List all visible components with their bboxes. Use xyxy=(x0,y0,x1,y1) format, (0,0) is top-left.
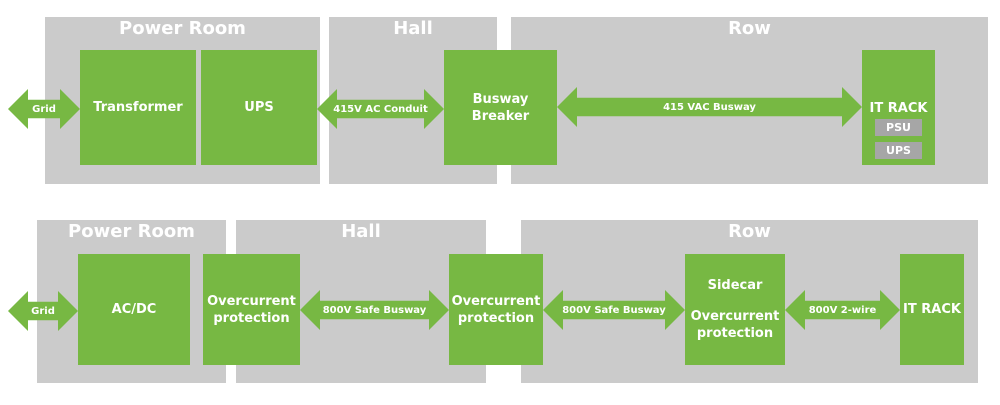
grid-arrow-top: Grid xyxy=(8,89,80,129)
box-sublabel: Overcurrent protection xyxy=(690,309,780,341)
double-arrow-shape xyxy=(557,87,862,127)
double-arrow-shape xyxy=(8,291,78,331)
arrow-label: 800V Safe Busway xyxy=(322,304,427,316)
grid-arrow-bottom: Grid xyxy=(8,291,78,331)
box-label: IT RACK xyxy=(869,101,928,116)
box-label: Overcurrent protection xyxy=(207,293,296,326)
rack-ups-box: UPS xyxy=(875,142,922,159)
box-label: IT RACK xyxy=(903,302,961,317)
ups-box: UPS xyxy=(201,50,317,165)
zone-title: Power Room xyxy=(119,18,246,39)
zone-title: Row xyxy=(728,221,771,242)
safe-busway-arrow-1: 800V Safe Busway xyxy=(300,290,449,330)
transformer-box: Transformer xyxy=(80,50,196,165)
busway-arrow: 415 VAC Busway xyxy=(557,87,862,127)
zone-title: Hall xyxy=(393,18,433,39)
double-arrow-shape xyxy=(543,290,685,330)
box-label: UPS xyxy=(244,100,274,115)
arrow-label: 800V 2-wire xyxy=(808,304,877,316)
two-wire-arrow: 800V 2-wire xyxy=(785,290,900,330)
box-label: Transformer xyxy=(93,100,183,115)
overcurrent-protection-box-2: Overcurrent protection xyxy=(449,254,543,365)
double-arrow-shape xyxy=(317,89,444,129)
zone-title: Hall xyxy=(341,221,381,242)
busway-breaker-box: Busway Breaker xyxy=(444,50,557,165)
overcurrent-protection-box-1: Overcurrent protection xyxy=(203,254,300,365)
double-arrow-shape xyxy=(785,290,900,330)
sidecar-box: Sidecar Overcurrent protection xyxy=(685,254,785,365)
box-label: Overcurrent protection xyxy=(451,293,541,326)
double-arrow-shape xyxy=(8,89,80,129)
zone-title: Row xyxy=(728,18,771,39)
arrow-label: 800V Safe Busway xyxy=(562,304,666,316)
zone-title: Power Room xyxy=(68,221,195,242)
box-label: Sidecar xyxy=(707,278,763,293)
double-arrow-shape xyxy=(300,290,449,330)
conduit-arrow: 415V AC Conduit xyxy=(317,89,444,129)
arrow-label: 415 VAC Busway xyxy=(663,101,756,113)
psu-box: PSU xyxy=(875,119,922,136)
arrow-label: Grid xyxy=(31,305,55,317)
it-rack-box-bottom: IT RACK xyxy=(900,254,964,365)
arrow-label: Grid xyxy=(32,103,56,115)
it-rack-box: IT RACK PSU UPS xyxy=(862,50,935,165)
box-label: Busway Breaker xyxy=(471,91,530,124)
box-label: AC/DC xyxy=(111,302,157,317)
safe-busway-arrow-2: 800V Safe Busway xyxy=(543,290,685,330)
arrow-label: 415V AC Conduit xyxy=(333,103,428,115)
acdc-box: AC/DC xyxy=(78,254,190,365)
